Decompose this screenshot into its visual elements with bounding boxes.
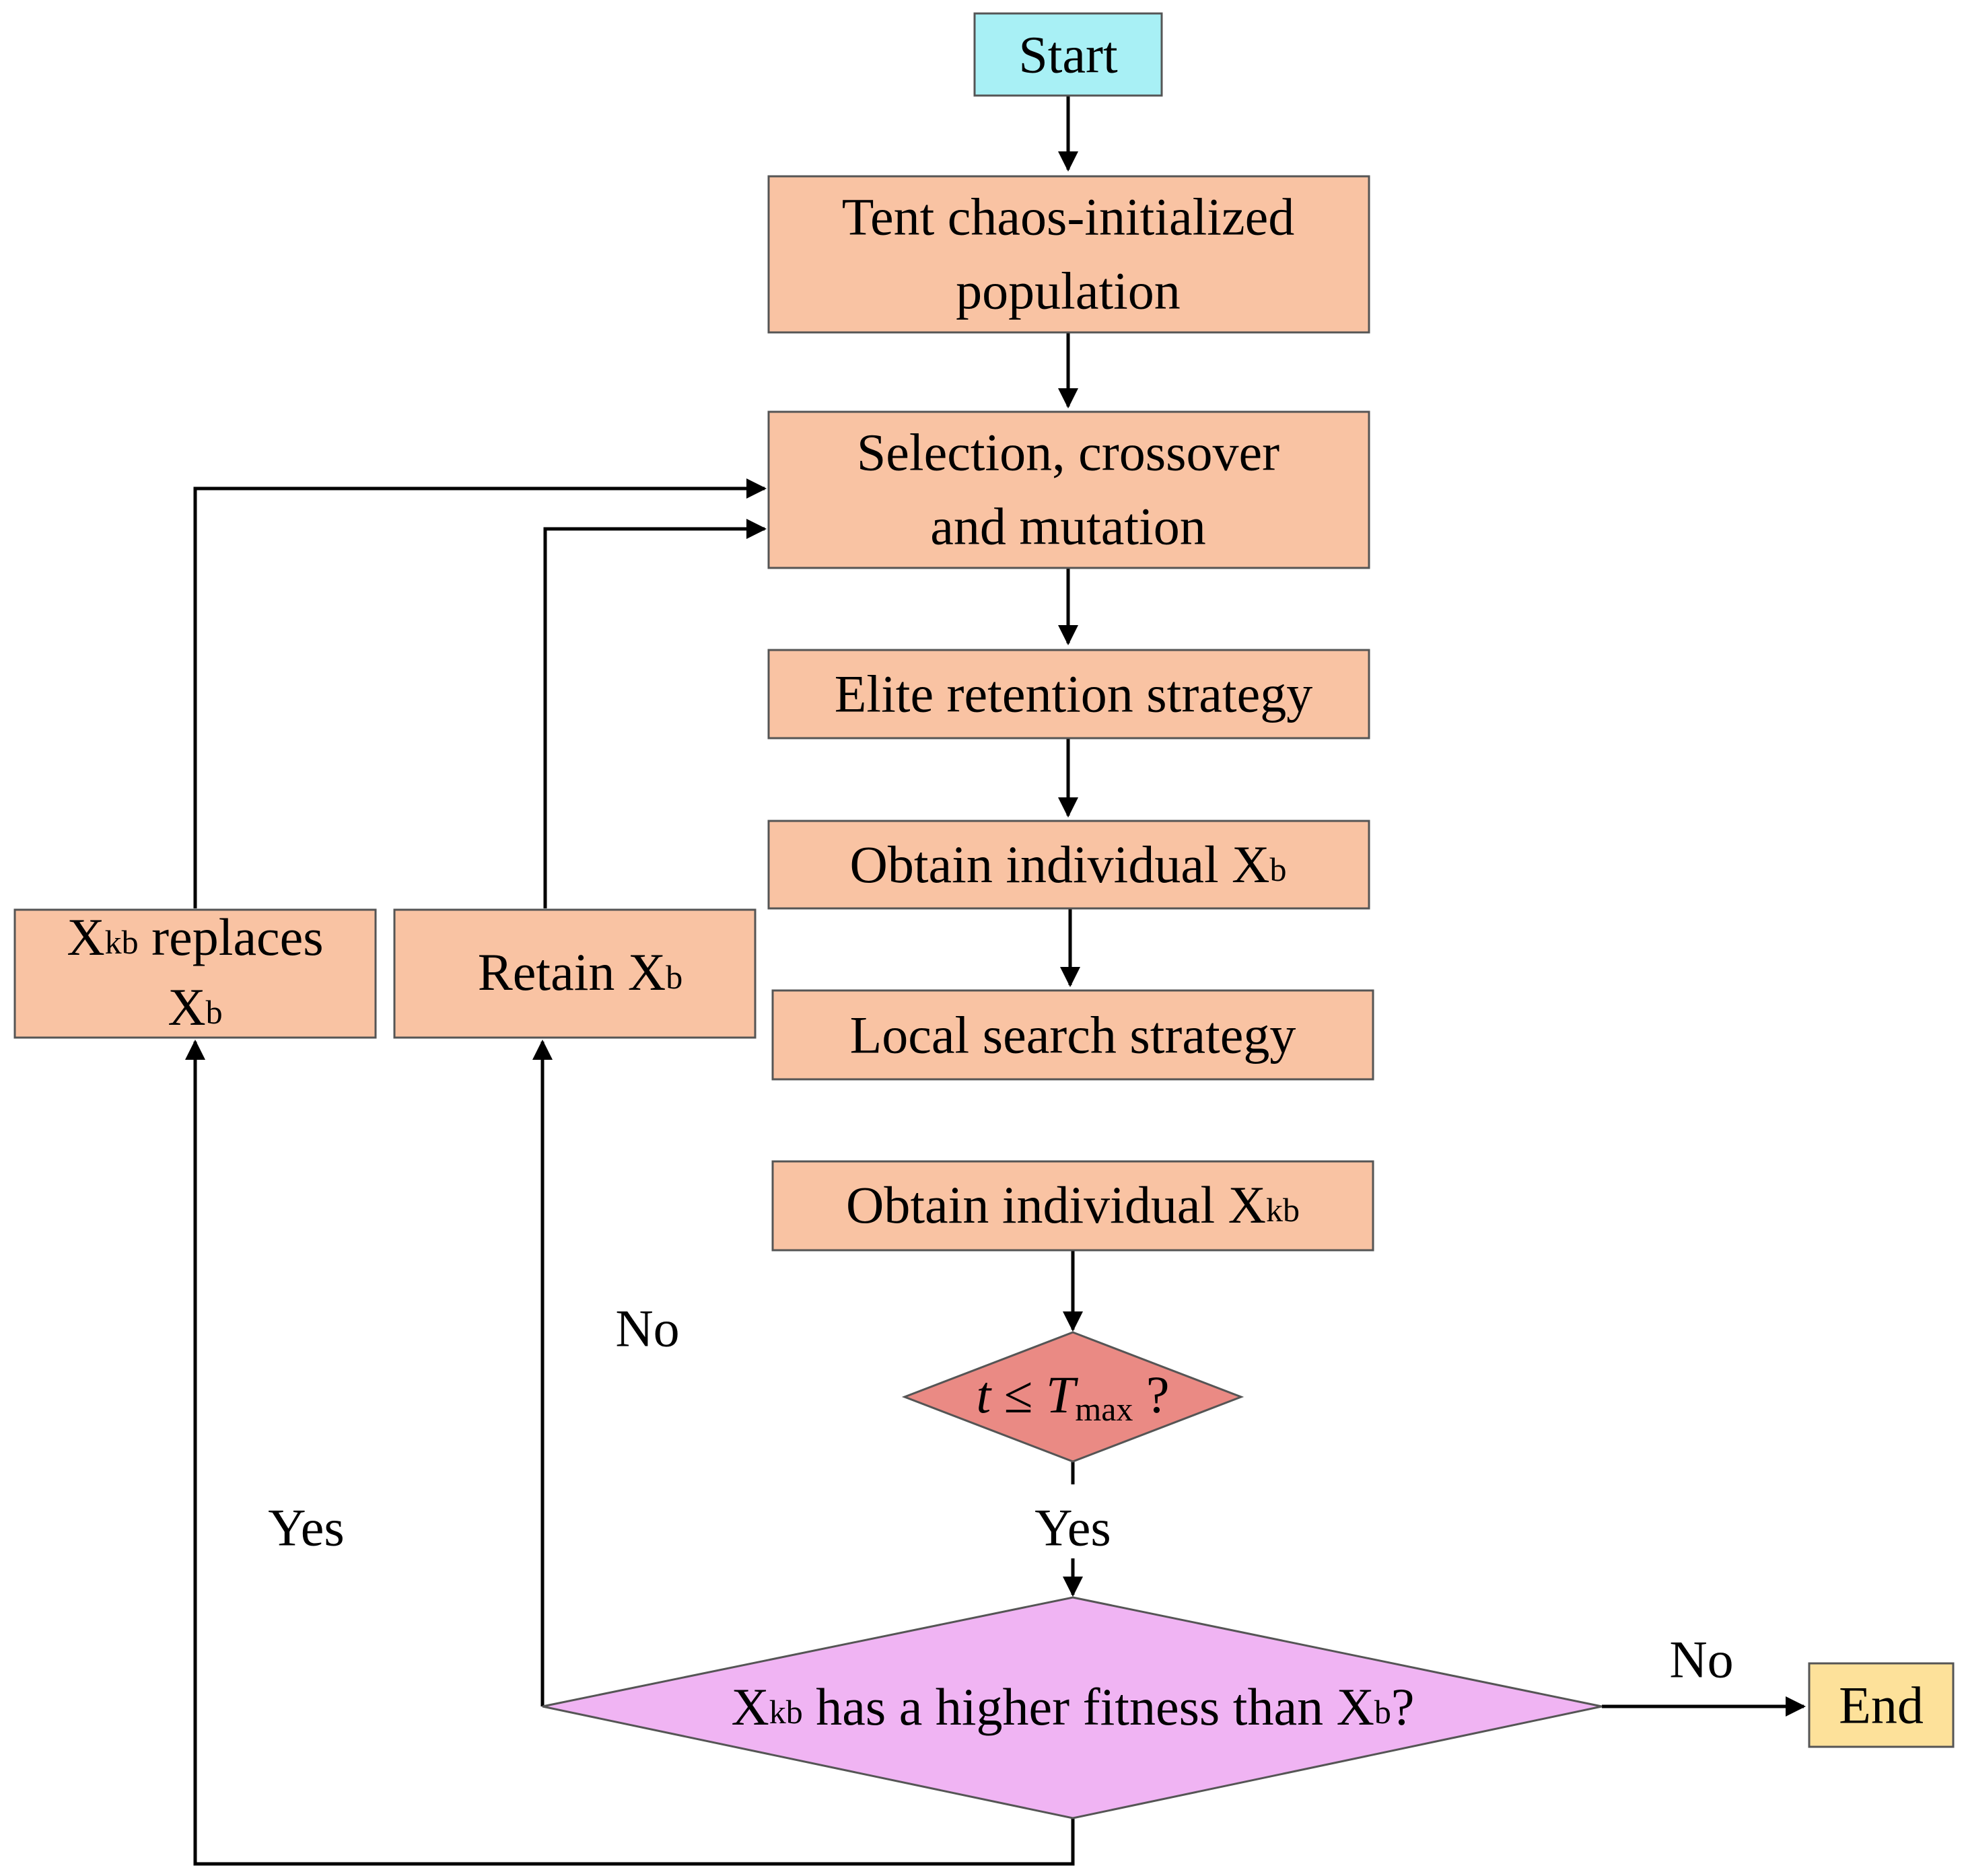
obtain-xkb-box [771,1160,1374,1252]
decision-fitness-node: Xkb has a higher fitness than Xb? [542,1596,1603,1819]
decision-fitness-diamond [542,1596,1603,1819]
retain-label: Retain Xb [478,943,682,1001]
elite-label: Elite retention strategy [835,665,1312,723]
obtain-xb-text: Obtain individual X [850,835,1270,894]
elite-box [767,649,1370,739]
replace-x1: X [67,908,104,966]
replace-box [13,908,377,1039]
tent-box [767,175,1370,334]
replace-rest: replaces [139,908,324,966]
retain-box [393,908,757,1039]
edge-replace-to-selection [193,478,767,908]
tent-node: Tent chaos-initialized population [767,175,1370,334]
obtain-xb-node: Obtain individual Xb [767,820,1370,910]
replace-sub1: kb [105,923,139,961]
decision-t-T: T [1046,1365,1078,1424]
edge-label-no-left: No [615,1299,679,1358]
replace-sub2: b [206,993,223,1031]
selection-label-line2: and mutation [930,497,1205,556]
replace-label-line1: Xkb replaces [67,908,323,966]
elite-node: Elite retention strategy [767,649,1370,739]
local-label: Local search strategy [850,1006,1296,1065]
replace-x2: X [168,978,205,1036]
decision-fitness-sub2: b [1374,1693,1391,1731]
decision-fitness-sub1: kb [769,1693,803,1731]
obtain-xb-sub: b [1269,851,1286,888]
decision-t-sub: max [1075,1390,1133,1428]
selection-box [767,410,1370,569]
retain-sub: b [666,958,682,996]
obtain-xkb-text: Obtain individual X [846,1176,1266,1234]
decision-t-var: t [976,1365,992,1424]
end-label: End [1839,1676,1924,1735]
replace-node: Xkb replaces Xb [13,908,377,1039]
edge-label-yes-middle: Yes [1034,1499,1111,1557]
edge-label-yes-left: Yes [268,1499,345,1557]
start-box [973,12,1163,97]
decision-t-le: ≤ [991,1365,1046,1424]
edge-fitness-yes-to-replace [185,1040,1075,1866]
edge-retain-to-selection [543,519,767,908]
decision-t-q: ? [1133,1365,1169,1424]
obtain-xb-label: Obtain individual Xb [850,835,1287,894]
local-node: Local search strategy [771,989,1374,1081]
retain-text: Retain X [478,943,666,1001]
replace-label-line2: Xb [168,978,222,1036]
obtain-xkb-sub: kb [1266,1191,1300,1229]
decision-t-label: t ≤ Tmax ? [976,1365,1169,1429]
decision-fitness-mid: has a higher fitness than X [803,1677,1374,1736]
local-box [771,989,1374,1081]
decision-t-node: t ≤ Tmax ? [901,1331,1244,1463]
decision-fitness-label: Xkb has a higher fitness than Xb? [731,1677,1414,1736]
retain-node: Retain Xb [393,908,757,1039]
selection-label-line1: Selection, crossover [857,423,1279,482]
decision-fitness-q: ? [1391,1677,1415,1736]
obtain-xkb-node: Obtain individual Xkb [771,1160,1374,1252]
decision-t-diamond [901,1331,1244,1463]
end-node: End [1808,1662,1955,1748]
selection-node: Selection, crossover and mutation [767,410,1370,569]
decision-fitness-x1: X [731,1677,769,1736]
tent-label-line1: Tent chaos-initialized [842,188,1294,246]
obtain-xb-box [767,820,1370,910]
tent-label-line2: population [956,262,1181,320]
obtain-xkb-label: Obtain individual Xkb [846,1176,1300,1234]
edge-label-no-right: No [1669,1630,1733,1689]
start-node: Start [973,12,1163,97]
start-label: Start [1018,26,1118,84]
end-box [1808,1662,1955,1748]
